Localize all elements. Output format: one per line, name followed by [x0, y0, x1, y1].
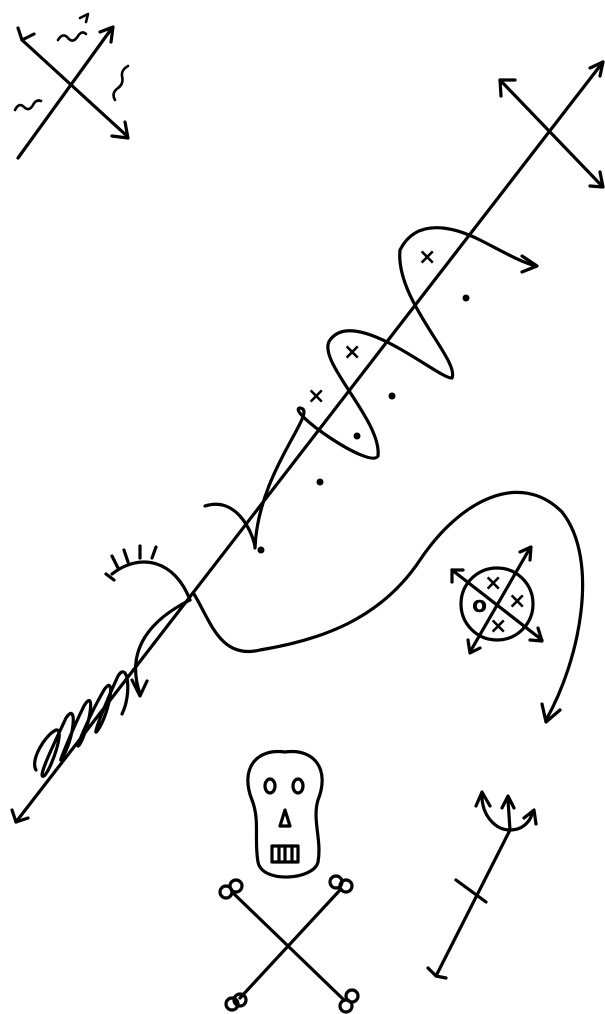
- cross-mark: ×: [307, 384, 325, 409]
- crossbones: [220, 876, 358, 1012]
- coil-spring: [35, 672, 128, 776]
- cross-mark: ×: [418, 245, 436, 270]
- dot-mark: [354, 433, 361, 440]
- circle-mark: o: [472, 593, 487, 618]
- crossed-arrows-with-squiggles: [15, 14, 128, 158]
- skull-eye: [265, 779, 275, 793]
- crossed-double-arrows: [500, 80, 603, 187]
- trident-arrow: [428, 792, 536, 978]
- skull-nose: [280, 810, 290, 826]
- dot-mark: [389, 393, 396, 400]
- marked-circle-with-arrows: × × × o: [452, 547, 542, 653]
- dot-mark: [463, 295, 470, 302]
- dot-mark: [317, 479, 324, 486]
- cross-mark: ×: [343, 340, 361, 365]
- skull-eye: [293, 779, 303, 793]
- skull-teeth: [272, 846, 298, 862]
- skull: [248, 752, 322, 878]
- dot-mark: [258, 547, 265, 554]
- main-diagonal-line: [12, 62, 603, 822]
- cross-mark: ×: [489, 614, 507, 639]
- cross-mark: ×: [508, 589, 526, 614]
- wave-with-marks: × × ×: [205, 228, 537, 554]
